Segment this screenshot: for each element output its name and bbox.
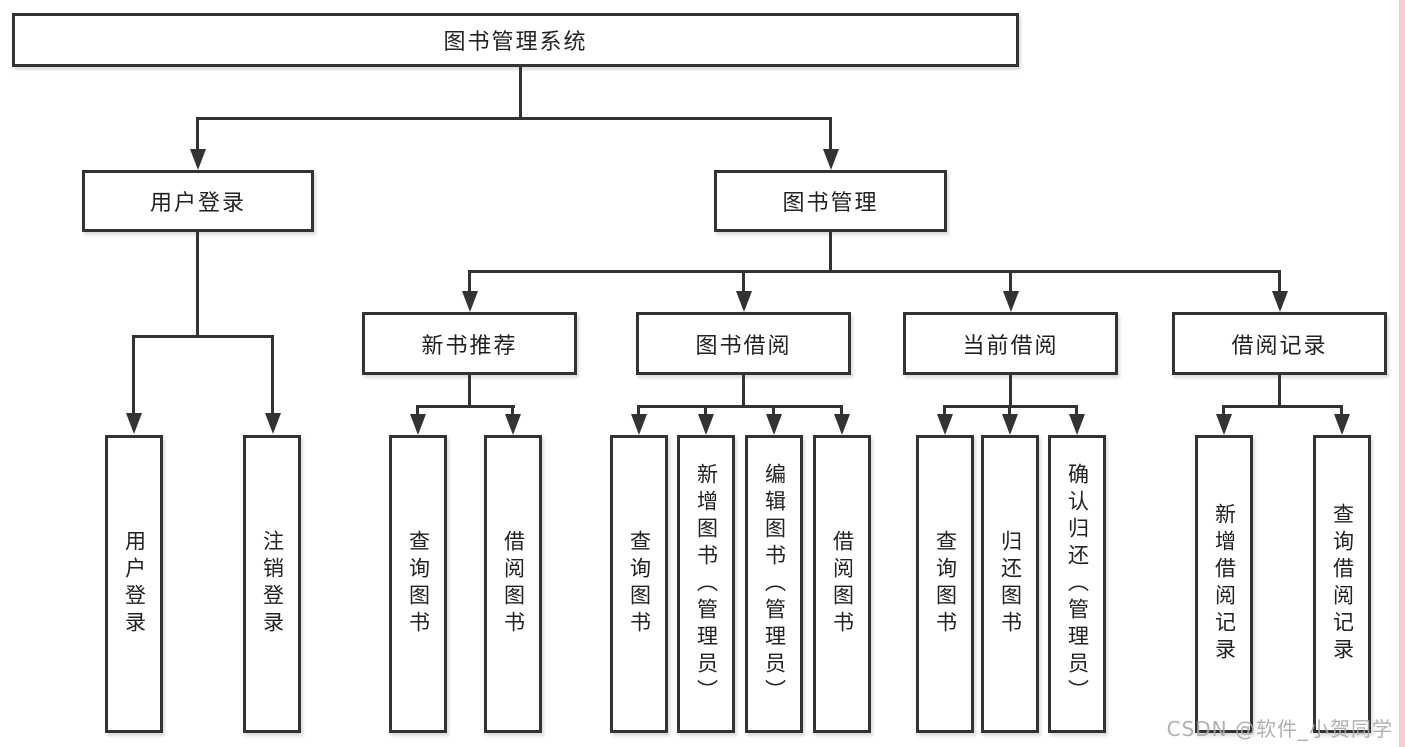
- arrowhead-icon: [126, 413, 142, 434]
- connector-line: [519, 67, 522, 119]
- arrowhead-icon: [190, 149, 206, 170]
- connector-line: [1278, 270, 1281, 293]
- connector-line: [271, 335, 274, 414]
- connector-line: [772, 405, 775, 416]
- connector-line: [829, 232, 832, 272]
- arrowhead-icon: [1272, 291, 1288, 312]
- connector-line: [637, 405, 640, 416]
- connector-line: [468, 374, 471, 408]
- connector-line: [943, 405, 946, 416]
- connector-line: [1008, 405, 1011, 416]
- connector-line: [468, 270, 471, 293]
- connector-line: [829, 117, 832, 151]
- connector-line: [742, 374, 745, 408]
- connector-line: [1340, 405, 1343, 416]
- node-current-return-book: 归还图书: [981, 435, 1039, 733]
- connector-line: [132, 335, 135, 414]
- arrowhead-icon: [505, 414, 521, 435]
- node-logout: 注销登录: [243, 435, 301, 733]
- connector-line: [196, 117, 199, 151]
- right-edge-strip: [1399, 0, 1405, 747]
- arrowhead-icon: [736, 291, 752, 312]
- connector-line: [1009, 270, 1012, 293]
- node-borrowing-records: 借阅记录: [1172, 312, 1387, 375]
- connector-line: [416, 405, 515, 408]
- connector-line: [1222, 405, 1225, 416]
- arrowhead-icon: [1003, 291, 1019, 312]
- connector-line: [1222, 405, 1343, 408]
- arrowhead-icon: [631, 414, 647, 435]
- connector-line: [196, 117, 832, 120]
- connector-line: [196, 232, 199, 337]
- connector-line: [637, 405, 843, 408]
- connector-line: [1278, 374, 1281, 408]
- node-current-query-book: 查询图书: [916, 435, 974, 733]
- node-book-management: 图书管理: [714, 170, 947, 232]
- connector-line: [132, 335, 274, 338]
- node-book-borrowing: 图书借阅: [636, 312, 851, 375]
- arrowhead-icon: [462, 291, 478, 312]
- arrowhead-icon: [410, 414, 426, 435]
- node-records-query-record: 查询借阅记录: [1313, 435, 1371, 733]
- arrowhead-icon: [834, 414, 850, 435]
- node-borrowing-add-book-admin: 新增图书（管理员）: [677, 435, 735, 733]
- node-borrowing-edit-book-admin: 编辑图书（管理员）: [745, 435, 803, 733]
- node-user-login-leaf: 用户登录: [105, 435, 163, 733]
- arrowhead-icon: [1334, 414, 1350, 435]
- node-recommend-borrow-book: 借阅图书: [484, 435, 542, 733]
- arrowhead-icon: [1216, 414, 1232, 435]
- node-user-login: 用户登录: [82, 170, 314, 232]
- node-current-confirm-return-admin: 确认归还（管理员）: [1048, 435, 1106, 733]
- arrowhead-icon: [1002, 414, 1018, 435]
- connector-line: [468, 270, 1281, 273]
- arrowhead-icon: [265, 413, 281, 434]
- connector-line: [704, 405, 707, 416]
- node-borrowing-query-book: 查询图书: [610, 435, 668, 733]
- node-recommend-query-book: 查询图书: [389, 435, 447, 733]
- node-records-add-record: 新增借阅记录: [1195, 435, 1253, 733]
- arrowhead-icon: [937, 414, 953, 435]
- csdn-watermark: CSDN @软件_小贺同学: [1166, 717, 1393, 741]
- arrowhead-icon: [823, 149, 839, 170]
- connector-line: [1075, 405, 1078, 416]
- connector-line: [1009, 374, 1012, 408]
- connector-line: [742, 270, 745, 293]
- node-root: 图书管理系统: [12, 13, 1019, 67]
- arrowhead-icon: [1069, 414, 1085, 435]
- node-current-borrowing: 当前借阅: [903, 312, 1118, 375]
- connector-line: [416, 405, 419, 416]
- arrowhead-icon: [698, 414, 714, 435]
- node-new-book-recommend: 新书推荐: [362, 312, 577, 375]
- connector-line: [511, 405, 514, 416]
- arrowhead-icon: [766, 414, 782, 435]
- connector-line: [840, 405, 843, 416]
- node-borrowing-borrow-book: 借阅图书: [813, 435, 871, 733]
